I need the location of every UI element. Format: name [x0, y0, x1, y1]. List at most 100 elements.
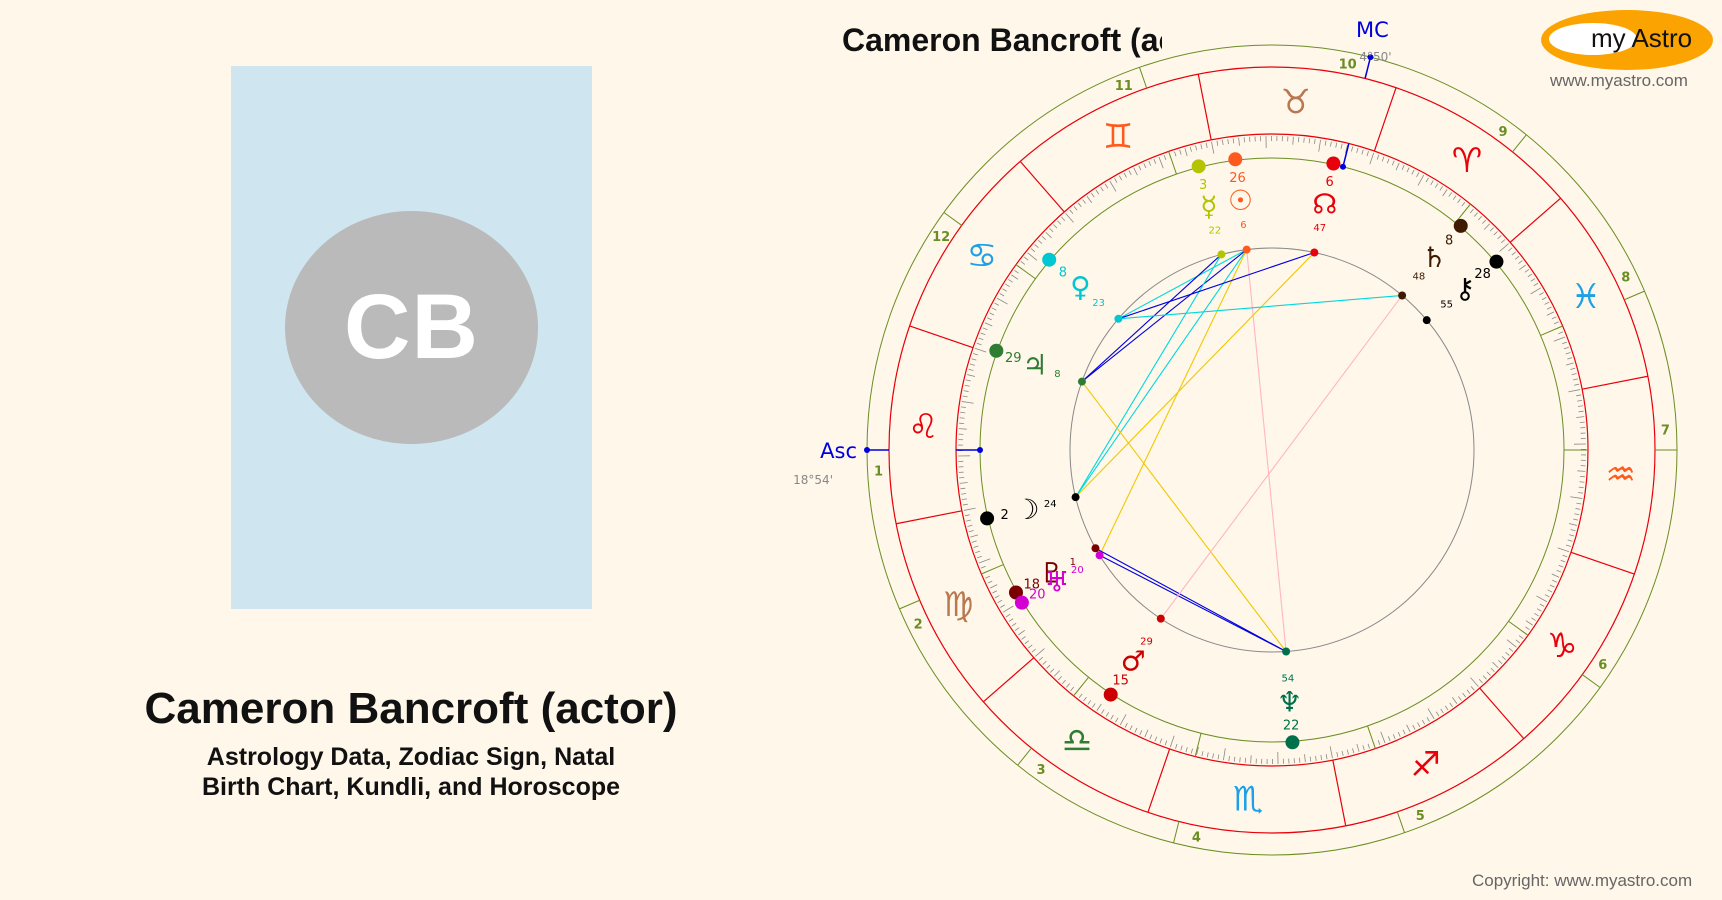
degree-tick — [1105, 712, 1110, 717]
aspect-line-sun-neptune — [1246, 249, 1287, 652]
subtitle-line-2: Birth Chart, Kundli, and Horoscope — [201, 773, 621, 801]
aspect-line-pluto-neptune — [1095, 547, 1287, 652]
degree-tick — [1325, 754, 1328, 760]
degree-tick — [1050, 668, 1055, 673]
aspect-line-north-node-venus — [1118, 251, 1315, 320]
degree-tick — [985, 575, 991, 579]
degree-tick — [1238, 137, 1240, 146]
degree-tick — [1426, 717, 1430, 722]
degree-tick — [980, 565, 986, 569]
degree-tick — [980, 332, 986, 336]
degree-tick — [1527, 273, 1533, 278]
degree-tick — [1314, 138, 1316, 144]
mars-minutes: 29 — [1140, 636, 1153, 647]
pluto-degree: 18 — [1023, 578, 1040, 593]
degree-tick — [1439, 186, 1443, 191]
degree-tick — [1018, 629, 1025, 636]
venus-icon: ♀ — [1070, 270, 1091, 303]
degree-tick — [1530, 287, 1542, 295]
degree-tick — [1005, 283, 1010, 288]
neptune-icon: ♆ — [1277, 685, 1302, 718]
degree-tick — [1134, 727, 1138, 733]
degree-tick — [1133, 167, 1138, 176]
mars-position-dot — [1103, 687, 1118, 702]
degree-tick — [1391, 160, 1395, 166]
degree-tick — [1549, 584, 1555, 588]
degree-tick — [1505, 652, 1510, 656]
degree-tick — [1221, 139, 1224, 145]
degree-tick — [1154, 736, 1158, 742]
degree-tick — [1206, 752, 1209, 758]
degree-tick — [1227, 139, 1229, 145]
chiron-position-dot — [1489, 254, 1504, 269]
jupiter-degree: 29 — [1005, 351, 1022, 366]
house-cusp-outer — [1396, 811, 1405, 833]
house-number: 12 — [932, 230, 950, 245]
degree-tick — [960, 411, 966, 414]
degree-tick — [1565, 352, 1571, 355]
degree-tick — [1324, 140, 1327, 146]
degree-tick — [1352, 748, 1355, 754]
house-cusp-inner — [1168, 151, 1177, 175]
degree-tick — [1567, 539, 1573, 542]
degree-tick — [1387, 736, 1391, 742]
degree-tick — [1544, 301, 1550, 305]
house-number: 7 — [1661, 423, 1670, 438]
moon-aspect-dot — [1071, 493, 1080, 502]
degree-tick — [1217, 754, 1220, 760]
degree-tick — [1216, 140, 1219, 146]
north-node-degree: 6 — [1326, 175, 1334, 190]
degree-tick — [1124, 722, 1128, 728]
degree-tick — [987, 580, 993, 584]
ascendant-degree: 18°54' — [793, 473, 833, 487]
myastro-logo[interactable]: my Astro — [1541, 10, 1713, 70]
degree-tick — [1421, 719, 1426, 725]
degree-tick — [1576, 502, 1582, 505]
degree-tick — [1577, 405, 1583, 407]
aspect-line-sun-uranus — [1099, 249, 1248, 556]
degree-tick — [1478, 679, 1483, 684]
uranus-aspect-dot — [1095, 551, 1104, 560]
degree-tick — [1329, 746, 1333, 759]
sun-position-dot — [1228, 152, 1243, 167]
degree-tick — [1087, 700, 1092, 705]
moon-icon: ☽ — [1014, 493, 1039, 526]
house-number: 2 — [914, 617, 923, 632]
degree-tick — [1175, 743, 1178, 749]
degree-tick — [1470, 686, 1475, 691]
house-cusp-inner — [1367, 725, 1376, 749]
zodiac-inner-ring — [955, 133, 1589, 767]
sun-aspect-dot — [1242, 245, 1251, 254]
degree-tick — [987, 317, 992, 321]
saturn-icon: ♄ — [1422, 241, 1447, 274]
midheaven-dot — [1367, 54, 1374, 61]
degree-tick — [1508, 647, 1514, 652]
degree-tick — [1381, 156, 1385, 162]
degree-tick — [1035, 648, 1045, 657]
degree-tick — [1304, 754, 1306, 763]
degree-tick — [1340, 143, 1343, 149]
sun-icon: ☉ — [1228, 184, 1253, 217]
degree-tick — [1525, 620, 1533, 626]
aspect-circle — [1069, 247, 1475, 653]
aspect-line-saturn-mars — [1160, 295, 1403, 619]
degree-tick — [1101, 709, 1105, 714]
sign-boundary — [896, 510, 963, 525]
degree-tick — [1042, 660, 1047, 665]
neptune-aspect-dot — [1282, 647, 1291, 656]
degree-tick — [1499, 243, 1509, 252]
house-cusp-outer — [943, 212, 963, 226]
degree-tick — [963, 507, 976, 511]
degree-tick — [1180, 745, 1183, 751]
degree-tick — [1158, 156, 1164, 169]
degree-tick — [1232, 138, 1235, 144]
degree-tick — [1077, 202, 1082, 208]
degree-tick — [1053, 224, 1058, 229]
degree-tick — [1434, 183, 1439, 188]
degree-tick — [1572, 378, 1578, 381]
degree-tick — [1038, 240, 1043, 244]
site-url-link[interactable]: www.myastro.com — [1550, 71, 1688, 90]
degree-tick — [991, 307, 997, 311]
moon-position-dot — [980, 511, 995, 526]
degree-tick — [1049, 228, 1054, 233]
